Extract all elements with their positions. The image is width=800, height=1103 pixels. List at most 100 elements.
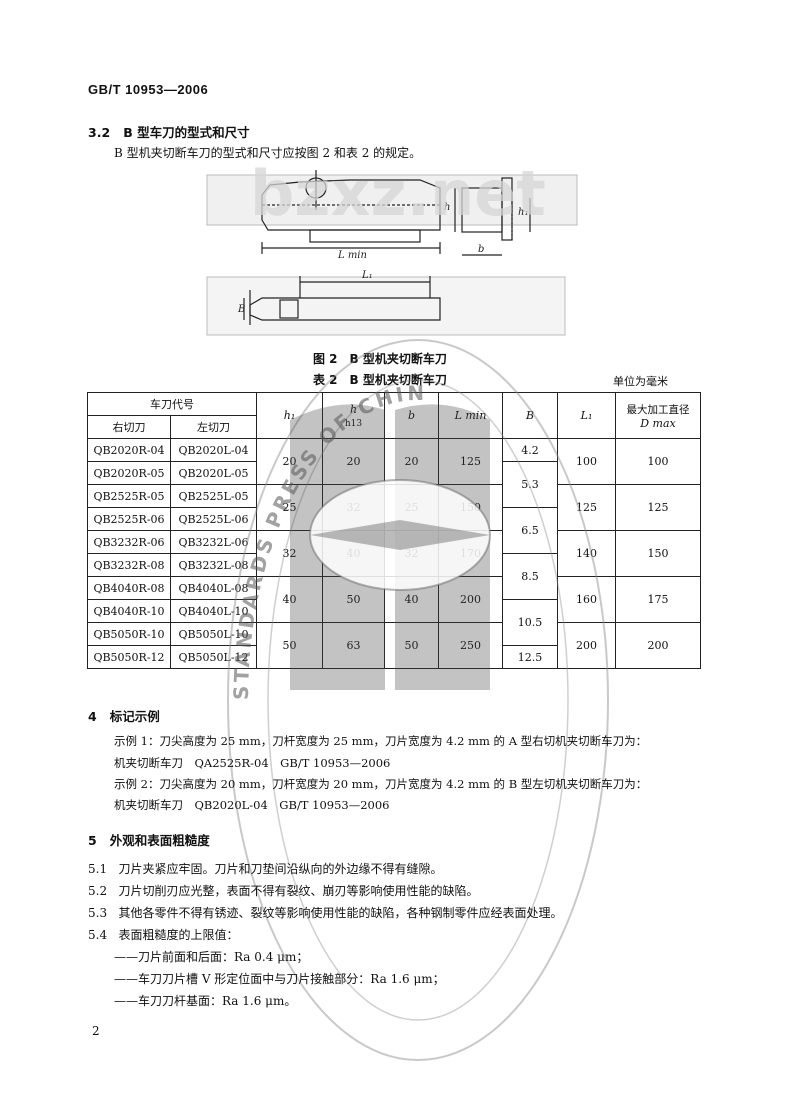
cell-blade-width: 5.3 — [502, 461, 558, 508]
cell-dmax: 175 — [615, 576, 701, 623]
example-2-line-1: 示例 2：刀尖高度为 20 mm，刀杆宽度为 20 mm，刀片宽度为 4.2 m… — [114, 777, 648, 791]
example-2-line-2: 机夹切断车刀 QB2020L-04 GB/T 10953—2006 — [114, 798, 390, 812]
clause-5-2: 5.2 刀片切削刃应光整，表面不得有裂纹、崩刃等影响使用性能的缺陷。 — [88, 882, 479, 899]
table-row: QB2525R-06 QB2525L-06 6.5 — [87, 507, 701, 554]
cell-h: 32 — [322, 484, 385, 531]
dim-label-b: b — [478, 244, 484, 255]
cell-h1: 25 — [256, 484, 323, 531]
clause-number: 5.4 — [88, 928, 108, 942]
right-code: QB3232R-08 — [87, 553, 171, 577]
clause-number: 5.1 — [88, 862, 108, 876]
figure-2-drawing: h h₁ b L min L₁ B bzxz.net — [206, 160, 578, 336]
cell-dmax: 125 — [615, 484, 701, 531]
clause-text: 刀片夹紧应牢固。刀片和刀垫间沿纵向的外边缘不得有缝隙。 — [118, 862, 443, 876]
header-h1: h₁ — [256, 392, 323, 439]
header-left: 左切刀 — [170, 415, 257, 439]
left-code: QB2525L-05 — [170, 484, 257, 508]
tool-end-view — [454, 177, 531, 256]
left-code: QB3232L-08 — [170, 553, 257, 577]
cell-dmax: 100 — [615, 438, 701, 485]
clause-5-1: 5.1 刀片夹紧应牢固。刀片和刀垫间沿纵向的外边缘不得有缝隙。 — [88, 860, 443, 877]
cell-lmin: 150 — [438, 484, 503, 531]
left-code: QB5050L-10 — [170, 622, 257, 646]
right-code: QB2020R-04 — [87, 438, 171, 462]
right-code: QB3232R-06 — [87, 530, 171, 554]
dim-label-h1: h₁ — [518, 207, 528, 218]
table-row: QB3232R-08 QB3232L-08 8.5 — [87, 553, 701, 600]
cell-b: 50 — [384, 622, 439, 669]
clause-number: 5.3 — [88, 906, 108, 920]
right-code: QB2020R-05 — [87, 461, 171, 485]
watermark-band-lower — [206, 276, 566, 336]
clause-text: 表面粗糙度的上限值： — [118, 928, 239, 942]
example-1-line-2: 机夹切断车刀 QA2525R-04 GB/T 10953—2006 — [114, 756, 391, 770]
table-unit: 单位为毫米 — [613, 375, 668, 388]
section-number: 4 — [88, 709, 97, 724]
right-code: QB4040R-08 — [87, 576, 171, 600]
clause-5-4: 5.4 表面粗糙度的上限值： — [88, 926, 239, 943]
cell-dmax: 150 — [615, 530, 701, 577]
example-1-line-1: 示例 1：刀尖高度为 25 mm，刀杆宽度为 25 mm，刀片宽度为 4.2 m… — [114, 734, 648, 748]
right-code: QB2525R-05 — [87, 484, 171, 508]
roughness-item-3: ——车刀刀杆基面：Ra 1.6 μm。 — [114, 994, 297, 1008]
cell-h1: 50 — [256, 622, 323, 669]
tool-plan-view — [243, 276, 441, 325]
table-row: QB3232R-06 QB3232L-06 32 40 32 170 140 1… — [87, 530, 701, 577]
site-watermark: bzxz.net — [250, 160, 546, 230]
cell-b: 40 — [384, 576, 439, 623]
cell-dmax: 200 — [615, 622, 701, 669]
cell-lmin: 125 — [438, 438, 503, 485]
section-3-2-heading: 3.2 B 型车刀的型式和尺寸 — [88, 122, 250, 141]
clause-text: 刀片切削刃应光整，表面不得有裂纹、崩刃等影响使用性能的缺陷。 — [118, 884, 479, 898]
header-lmin: L min — [438, 392, 503, 439]
section-5-heading: 5 外观和表面粗糙度 — [88, 830, 210, 849]
cell-h1: 32 — [256, 530, 323, 577]
section-title: B 型车刀的型式和尺寸 — [123, 125, 250, 140]
roughness-item-1: ——刀片前面和后面：Ra 0.4 μm； — [114, 950, 309, 964]
watermark-band — [206, 174, 578, 226]
header-h-symbol: h — [349, 402, 358, 416]
cell-lmin: 250 — [438, 622, 503, 669]
cell-h1: 40 — [256, 576, 323, 623]
header-right: 右切刀 — [87, 415, 171, 439]
cell-b: 20 — [384, 438, 439, 485]
cell-h: 63 — [322, 622, 385, 669]
cell-blade-width: 10.5 — [502, 599, 558, 646]
section-number: 5 — [88, 833, 97, 848]
cell-b: 32 — [384, 530, 439, 577]
header-dmax-label: 最大加工直径 — [626, 403, 690, 416]
header-h-tolerance: h13 — [344, 418, 363, 429]
standard-code-header: GB/T 10953—2006 — [88, 82, 209, 97]
page-number: 2 — [92, 1024, 100, 1038]
cell-h1: 20 — [256, 438, 323, 485]
header-blade-width: B — [502, 392, 558, 439]
left-code: QB5050L-12 — [170, 645, 257, 669]
table-row: QB2020R-05 QB2020L-05 5.3 — [87, 461, 701, 508]
cell-l1: 140 — [557, 530, 616, 577]
right-code: QB5050R-10 — [87, 622, 171, 646]
tool-side-view — [261, 170, 441, 254]
header-l1: L₁ — [557, 392, 616, 439]
header-h: h h13 — [322, 392, 385, 439]
table-row: QB2020R-04 QB2020L-04 20 20 20 125 4.2 1… — [87, 438, 701, 485]
table-row: QB2525R-05 QB2525L-05 25 32 25 150 125 1… — [87, 484, 701, 531]
dim-label-l1: L₁ — [361, 270, 373, 281]
table-row: QB5050R-12 QB5050L-12 12.5 — [87, 645, 701, 669]
table-caption: 表 2 B 型机夹切断车刀 — [313, 373, 447, 387]
cell-h: 40 — [322, 530, 385, 577]
cell-l1: 100 — [557, 438, 616, 485]
left-code: QB2020L-05 — [170, 461, 257, 485]
cell-lmin: 170 — [438, 530, 503, 577]
cell-blade-width: 6.5 — [502, 507, 558, 554]
right-code: QB4040R-10 — [87, 599, 171, 623]
section-4-heading: 4 标记示例 — [88, 706, 160, 725]
left-code: QB3232L-06 — [170, 530, 257, 554]
section-number: 3.2 — [88, 125, 111, 140]
table-row: QB4040R-08 QB4040L-08 40 50 40 200 160 1… — [87, 576, 701, 623]
right-code: QB5050R-12 — [87, 645, 171, 669]
header-dmax-symbol: D max — [640, 416, 676, 430]
cell-l1: 200 — [557, 622, 616, 669]
cell-l1: 160 — [557, 576, 616, 623]
